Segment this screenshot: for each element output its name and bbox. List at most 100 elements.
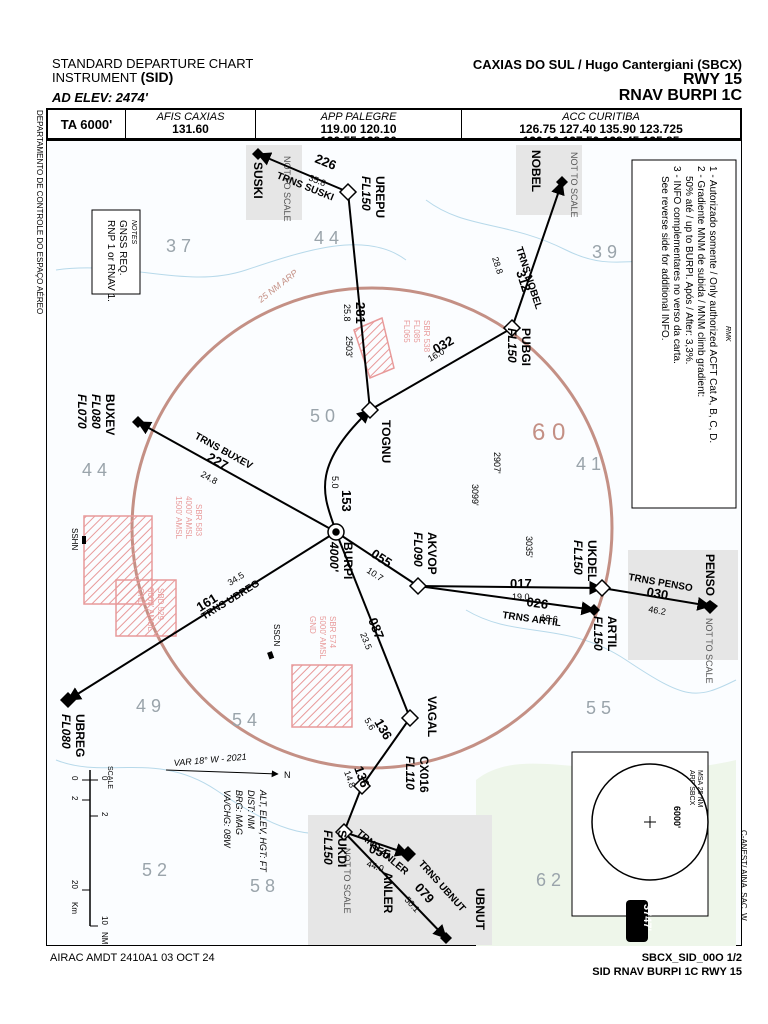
pubgi-symbol — [502, 318, 522, 338]
grid-number: 5 5 — [586, 698, 611, 718]
remarks-line5: See reverse side for additional INFO. — [659, 176, 670, 341]
sbr538-lower: FL065 — [402, 320, 411, 343]
app-cell: APP PALEGRE 119.00 120.10 120.55 128.90 — [256, 110, 462, 147]
route-burpi-vagal — [335, 531, 411, 719]
anler-inset-box — [308, 815, 492, 945]
airac-amendment: AIRAC AMDT 2410A1 03 OCT 24 — [50, 952, 215, 964]
not-to-scale-nobel: NOT TO SCALE — [569, 152, 579, 218]
leg-burpi-togni-distance: 5.0 — [330, 476, 340, 489]
waypoint-cx016-fl: FL110 — [403, 756, 417, 790]
acc-label: ACC CURITIBA — [562, 111, 640, 123]
sbr583-lower: 1500' AMSL — [174, 496, 183, 539]
route-pubgi-nobel — [511, 180, 565, 329]
route-ukdel-penso — [601, 587, 712, 611]
msa-altitude: 6000' — [672, 806, 682, 828]
sbd529-label: SBD 529 — [156, 588, 165, 621]
leg-togni-urepu-distance: 25.8 — [342, 304, 352, 322]
waypoint-artil: ARTIL — [605, 616, 619, 651]
procedure-name: RNAV BURPI 1C — [618, 87, 742, 104]
grid-number: 6 2 — [536, 870, 561, 890]
scale-km-2: 2 — [70, 796, 79, 801]
scale-nm-10: 10 — [100, 916, 109, 925]
units-line1: ALT, ELEV, HGT: FT — [258, 789, 268, 873]
afis-frequency: 131.60 — [172, 122, 209, 136]
grid-number: 5 0 — [310, 406, 335, 426]
suski-symbol — [252, 148, 264, 160]
waypoint-urepu-fl: FL150 — [359, 176, 373, 211]
aerodrome-sshn-marker — [82, 536, 86, 544]
not-to-scale-suski: NOT TO SCALE — [282, 156, 292, 222]
scale-nm-2: 2 — [100, 812, 109, 817]
scale-title: SCALE — [106, 766, 113, 789]
aerodrome-sscn-marker — [267, 651, 275, 660]
chart-type-instrument: INSTRUMENT — [52, 70, 137, 85]
acc-cell: ACC CURITIBA 126.75 127.40 135.90 123.72… — [462, 110, 740, 147]
waypoint-pubgi: PUBGI — [519, 328, 533, 366]
ubnut-symbol — [440, 932, 452, 944]
notes-line1: GNSS REQ. — [117, 220, 128, 276]
chart-type-sid: (SID) — [140, 69, 174, 85]
grid-number: 4 9 — [136, 696, 161, 716]
waypoint-buxev-fl1: FL080 — [89, 394, 103, 429]
transition-altitude: TA 6000' — [60, 117, 113, 132]
app-label: APP PALEGRE — [320, 111, 397, 123]
penso-inset-box — [628, 550, 738, 660]
units-line2: DIST: NM — [246, 790, 256, 829]
sbr583-label: SBR 583 — [194, 504, 203, 537]
waypoint-burpi-alt: 4000' — [327, 541, 341, 573]
notes-box — [91, 209, 141, 295]
grid-number: 6 0 — [532, 419, 565, 446]
grid-number: 4 1 — [576, 454, 601, 474]
chart-type-line1: STANDARD DEPARTURE CHART — [52, 56, 254, 71]
anler-symbol — [400, 846, 416, 862]
waypoint-sukdi: SUKDI — [335, 830, 349, 867]
remarks-line3: 50% até / up to BURPI. Após / After: 3,3… — [683, 176, 694, 364]
waypoint-ubnut: UBNUT — [473, 888, 487, 931]
msa-sub: ARP SBCX — [688, 770, 695, 806]
elevation-2503: 2503' — [344, 336, 354, 358]
waypoint-pubgi-fl: FL150 — [505, 328, 519, 363]
north-label: N — [284, 770, 291, 780]
notes-line2: RNP 1 or RNAV 1. — [105, 220, 116, 302]
leg-togni-urepu-course: 281 — [353, 302, 368, 324]
grid-number: 4 4 — [82, 460, 107, 480]
route-togni-urepu — [347, 191, 371, 411]
waypoint-buxev-fl2: FL070 — [75, 394, 89, 429]
afis-cell: AFIS CAXIAS 131.60 — [126, 110, 256, 138]
chart-footer-title: SID RNAV BURPI 1C RWY 15 — [592, 966, 742, 978]
route-vagal-cx016 — [361, 717, 411, 787]
highest-elevation-box — [626, 900, 648, 942]
frequency-box: TA 6000' AFIS CAXIAS 131.60 APP PALEGRE … — [46, 108, 742, 147]
waypoint-artil-fl: FL150 — [591, 616, 605, 651]
waypoint-ubreg-fl: FL080 — [59, 714, 73, 749]
departure-chart-map: 25 NM ARP NOT TO SCALE NOT TO SCALE NOT … — [46, 140, 742, 946]
leg-ukdel-penso-course: 030 — [645, 584, 669, 603]
highest-elevation: 3747' — [641, 904, 653, 931]
route-akvop-ukdel — [417, 580, 604, 595]
sbr574-label: SBR 574 — [328, 616, 337, 649]
leg-akvop-ukdel-course: 017 — [510, 576, 532, 591]
route-togni-pubgi — [369, 327, 513, 411]
route-urepu-suski — [256, 152, 349, 193]
sbr538-label: SBR 538 — [422, 320, 431, 353]
sukdi-symbol — [334, 822, 354, 842]
app-frequencies-1: 119.00 120.10 — [320, 122, 397, 136]
elevation-3035: 3035' — [524, 536, 534, 558]
sbr583-upper: 4000' AMSL — [184, 496, 193, 539]
waypoint-sukdi-fl: FL150 — [321, 830, 335, 865]
waypoint-cx016: CX016 — [417, 756, 431, 793]
leg-pubgi-nobel-course: 312 — [513, 268, 534, 293]
terrain-contour — [465, 609, 737, 694]
grid-number: 3 7 — [166, 236, 191, 256]
ukdel-symbol — [592, 578, 612, 598]
route-burpi-togni — [324, 409, 372, 533]
waypoint-buxev: BUXEV — [103, 394, 117, 435]
msa-title: MSA 25 NM — [696, 770, 703, 808]
route-burpi-buxev — [136, 421, 337, 533]
scale-bar — [82, 770, 98, 927]
route-burpi-ubreg — [66, 531, 337, 701]
waypoint-penso: PENSO — [703, 554, 717, 596]
sbr538-upper: FL085 — [412, 320, 421, 343]
leg-akvop-ukdel-distance: 19.0 — [512, 592, 530, 602]
remarks-line2: 2 - Gradiente MNM de subida / MNM climb … — [695, 166, 706, 397]
